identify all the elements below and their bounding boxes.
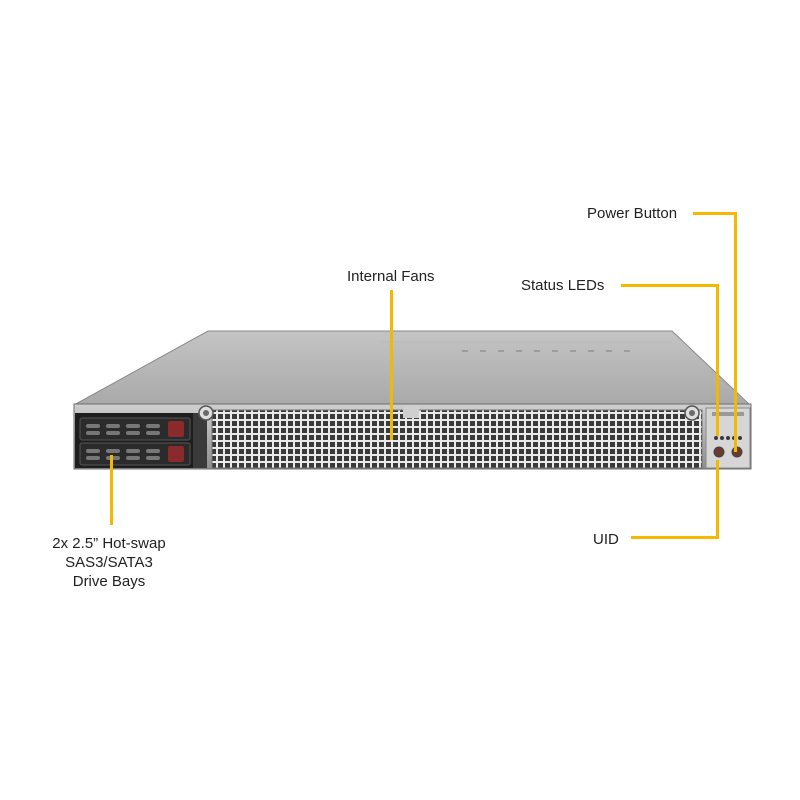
internal-fans-leader	[390, 290, 393, 440]
thumb-screw-icon[interactable]	[684, 405, 700, 421]
drive-latch-icon[interactable]	[168, 421, 184, 437]
drive-latch-icon[interactable]	[168, 446, 184, 462]
drive-tray-1[interactable]	[79, 417, 191, 441]
led-indicator-icon	[714, 436, 742, 440]
status-leds-label: Status LEDs	[521, 277, 605, 294]
drive-tray-2[interactable]	[79, 442, 191, 466]
power-button-label: Power Button	[587, 205, 678, 222]
status-leds-leader	[621, 284, 719, 287]
uid-button-icon[interactable]	[713, 446, 725, 458]
internal-fans-label: Internal Fans	[347, 268, 435, 285]
power-button-leader	[734, 212, 737, 452]
top-cover-vents	[462, 350, 630, 352]
control-panel	[705, 407, 751, 469]
uid-leader	[716, 460, 719, 539]
drive-bays-label: 2x 2.5” Hot-swap SAS3/SATA3 Drive Bays	[52, 535, 166, 590]
power-button-leader	[693, 212, 737, 215]
thumb-screw-icon[interactable]	[198, 405, 214, 421]
uid-label: UID	[593, 531, 619, 548]
uid-leader	[631, 536, 719, 539]
drive-bays-leader	[110, 455, 113, 525]
status-leds-leader	[716, 284, 719, 436]
fan-grille	[211, 409, 703, 469]
